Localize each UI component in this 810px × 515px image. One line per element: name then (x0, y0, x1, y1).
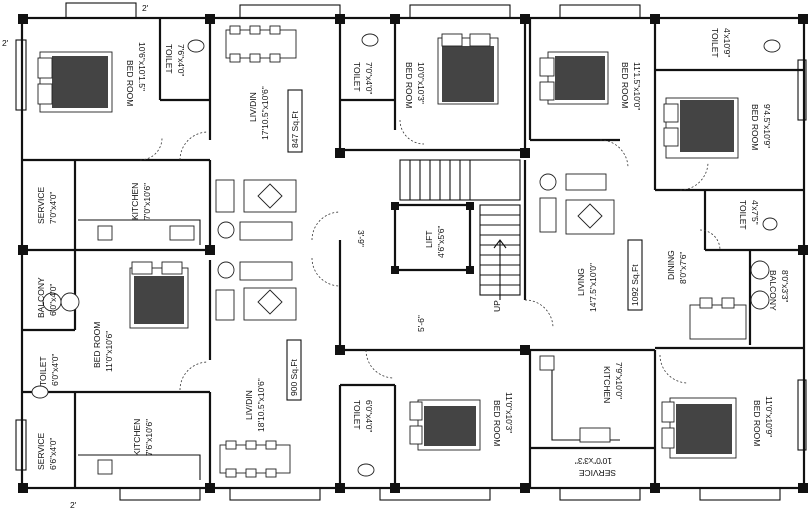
bed3-name: BED ROOM (620, 62, 630, 108)
staircase (399, 159, 521, 300)
service1-name: SERVICE (36, 187, 46, 224)
bed4-name: BED ROOM (750, 104, 760, 150)
kitchen2-size: 7'6"x10'6" (144, 419, 154, 456)
livdin2-name: LIV/DIN (244, 390, 254, 420)
living-name: LIVING (576, 268, 586, 296)
bed-furniture (37, 33, 739, 459)
livdin1-name: LIV/DIN (248, 92, 258, 122)
dim-left-top: 2' (2, 38, 9, 48)
bed2-size: 10'0"x10'3" (416, 62, 426, 104)
lift-size: 4'6"x5'6" (436, 226, 446, 258)
service2-size: 6'6"x4'0" (48, 438, 58, 470)
toilet3-size: 4'x10'9" (722, 28, 732, 57)
bed6-name: BED ROOM (492, 400, 502, 446)
bath-fixtures (31, 33, 781, 477)
area3: 900 Sq.Ft (289, 359, 299, 396)
kitchen1-size: 7'0"x10'6" (142, 183, 152, 220)
toilet6-size: 6'0"x4'0" (364, 400, 374, 432)
lift-side-dim: 3'-9" (356, 230, 366, 247)
bed5-name: BED ROOM (92, 322, 102, 368)
dim-top-left: 2' (142, 3, 149, 13)
toilet6-name: TOILET (352, 400, 362, 430)
bed4-size: 9'4.5"x10'9" (762, 104, 772, 148)
toilet1-name: TOILET (164, 44, 174, 74)
room-labels: 2' 2' 2' BED ROOM 10'6"x10'1.5" TOILET 7… (2, 3, 790, 510)
bed1-size: 10'6"x10'1.5" (137, 42, 147, 91)
lift-name: LIFT (424, 231, 434, 248)
lift-gap-dim: 5'-6" (416, 315, 426, 332)
toilet4-size: 4'x7'5" (750, 200, 760, 225)
kitchen3-size: 7'9"x10'0" (614, 362, 624, 399)
area1-box (287, 89, 303, 153)
kitchen1-name: KITCHEN (130, 183, 140, 220)
kitchen3-name: KITCHEN (602, 366, 612, 403)
bed1-name: BED ROOM (125, 60, 135, 106)
service3-name: SERVICE (579, 468, 616, 478)
living-furniture (215, 25, 747, 478)
toilet5-size: 6'0"x4'0" (50, 354, 60, 386)
toilet1-size: 7'6"x4'0" (176, 44, 186, 76)
toilet5-name: TOILET (38, 356, 48, 386)
area3-box (286, 339, 302, 401)
living-size: 14'7.5"x10'0" (588, 263, 598, 312)
bed7-size: 11'0"x10'9" (764, 396, 774, 437)
dining-name: DINING (666, 250, 676, 280)
balcony1-name: BALCONY (36, 277, 46, 318)
dim-bottom-left: 2' (70, 500, 77, 510)
service3-size: 10'0"x3'3" (575, 456, 612, 466)
service2-name: SERVICE (36, 433, 46, 470)
bed6-size: 11'0"x10'3" (504, 392, 514, 433)
bed2-name: BED ROOM (404, 62, 414, 108)
bed7-name: BED ROOM (752, 400, 762, 446)
toilet2-size: 7'0"x4'0" (364, 62, 374, 94)
livdin1-size: 17'10.5"x10'6" (260, 86, 270, 140)
area2-box (627, 239, 643, 311)
toilet3-name: TOILET (710, 28, 720, 58)
toilet4-name: TOILET (738, 200, 748, 230)
balcony2-name: BALCONY (768, 270, 778, 311)
interior-walls (22, 18, 804, 488)
area2: 1092 Sq.Ft (630, 264, 640, 306)
kitchen2-name: KITCHEN (132, 419, 142, 456)
livdin2-size: 18'10.5"x10'6" (256, 378, 266, 432)
up-label: UP (492, 300, 502, 312)
area1: 847 Sq.Ft (290, 111, 300, 148)
bed3-size: 11'1.5"x10'0" (632, 62, 642, 110)
kitchen-counters (78, 219, 620, 480)
dining-size: 8'0"x7'6" (678, 252, 688, 284)
toilet2-name: TOILET (352, 62, 362, 92)
bed5-size: 11'0"x10'6" (104, 331, 114, 372)
structural-columns (18, 14, 808, 493)
door-swings (139, 119, 721, 391)
balcony1-size: 6'0"x4'0" (48, 284, 58, 316)
balcony2-size: 8'0"x3'3" (780, 270, 790, 302)
service1-size: 7'0"x4'0" (48, 192, 58, 224)
